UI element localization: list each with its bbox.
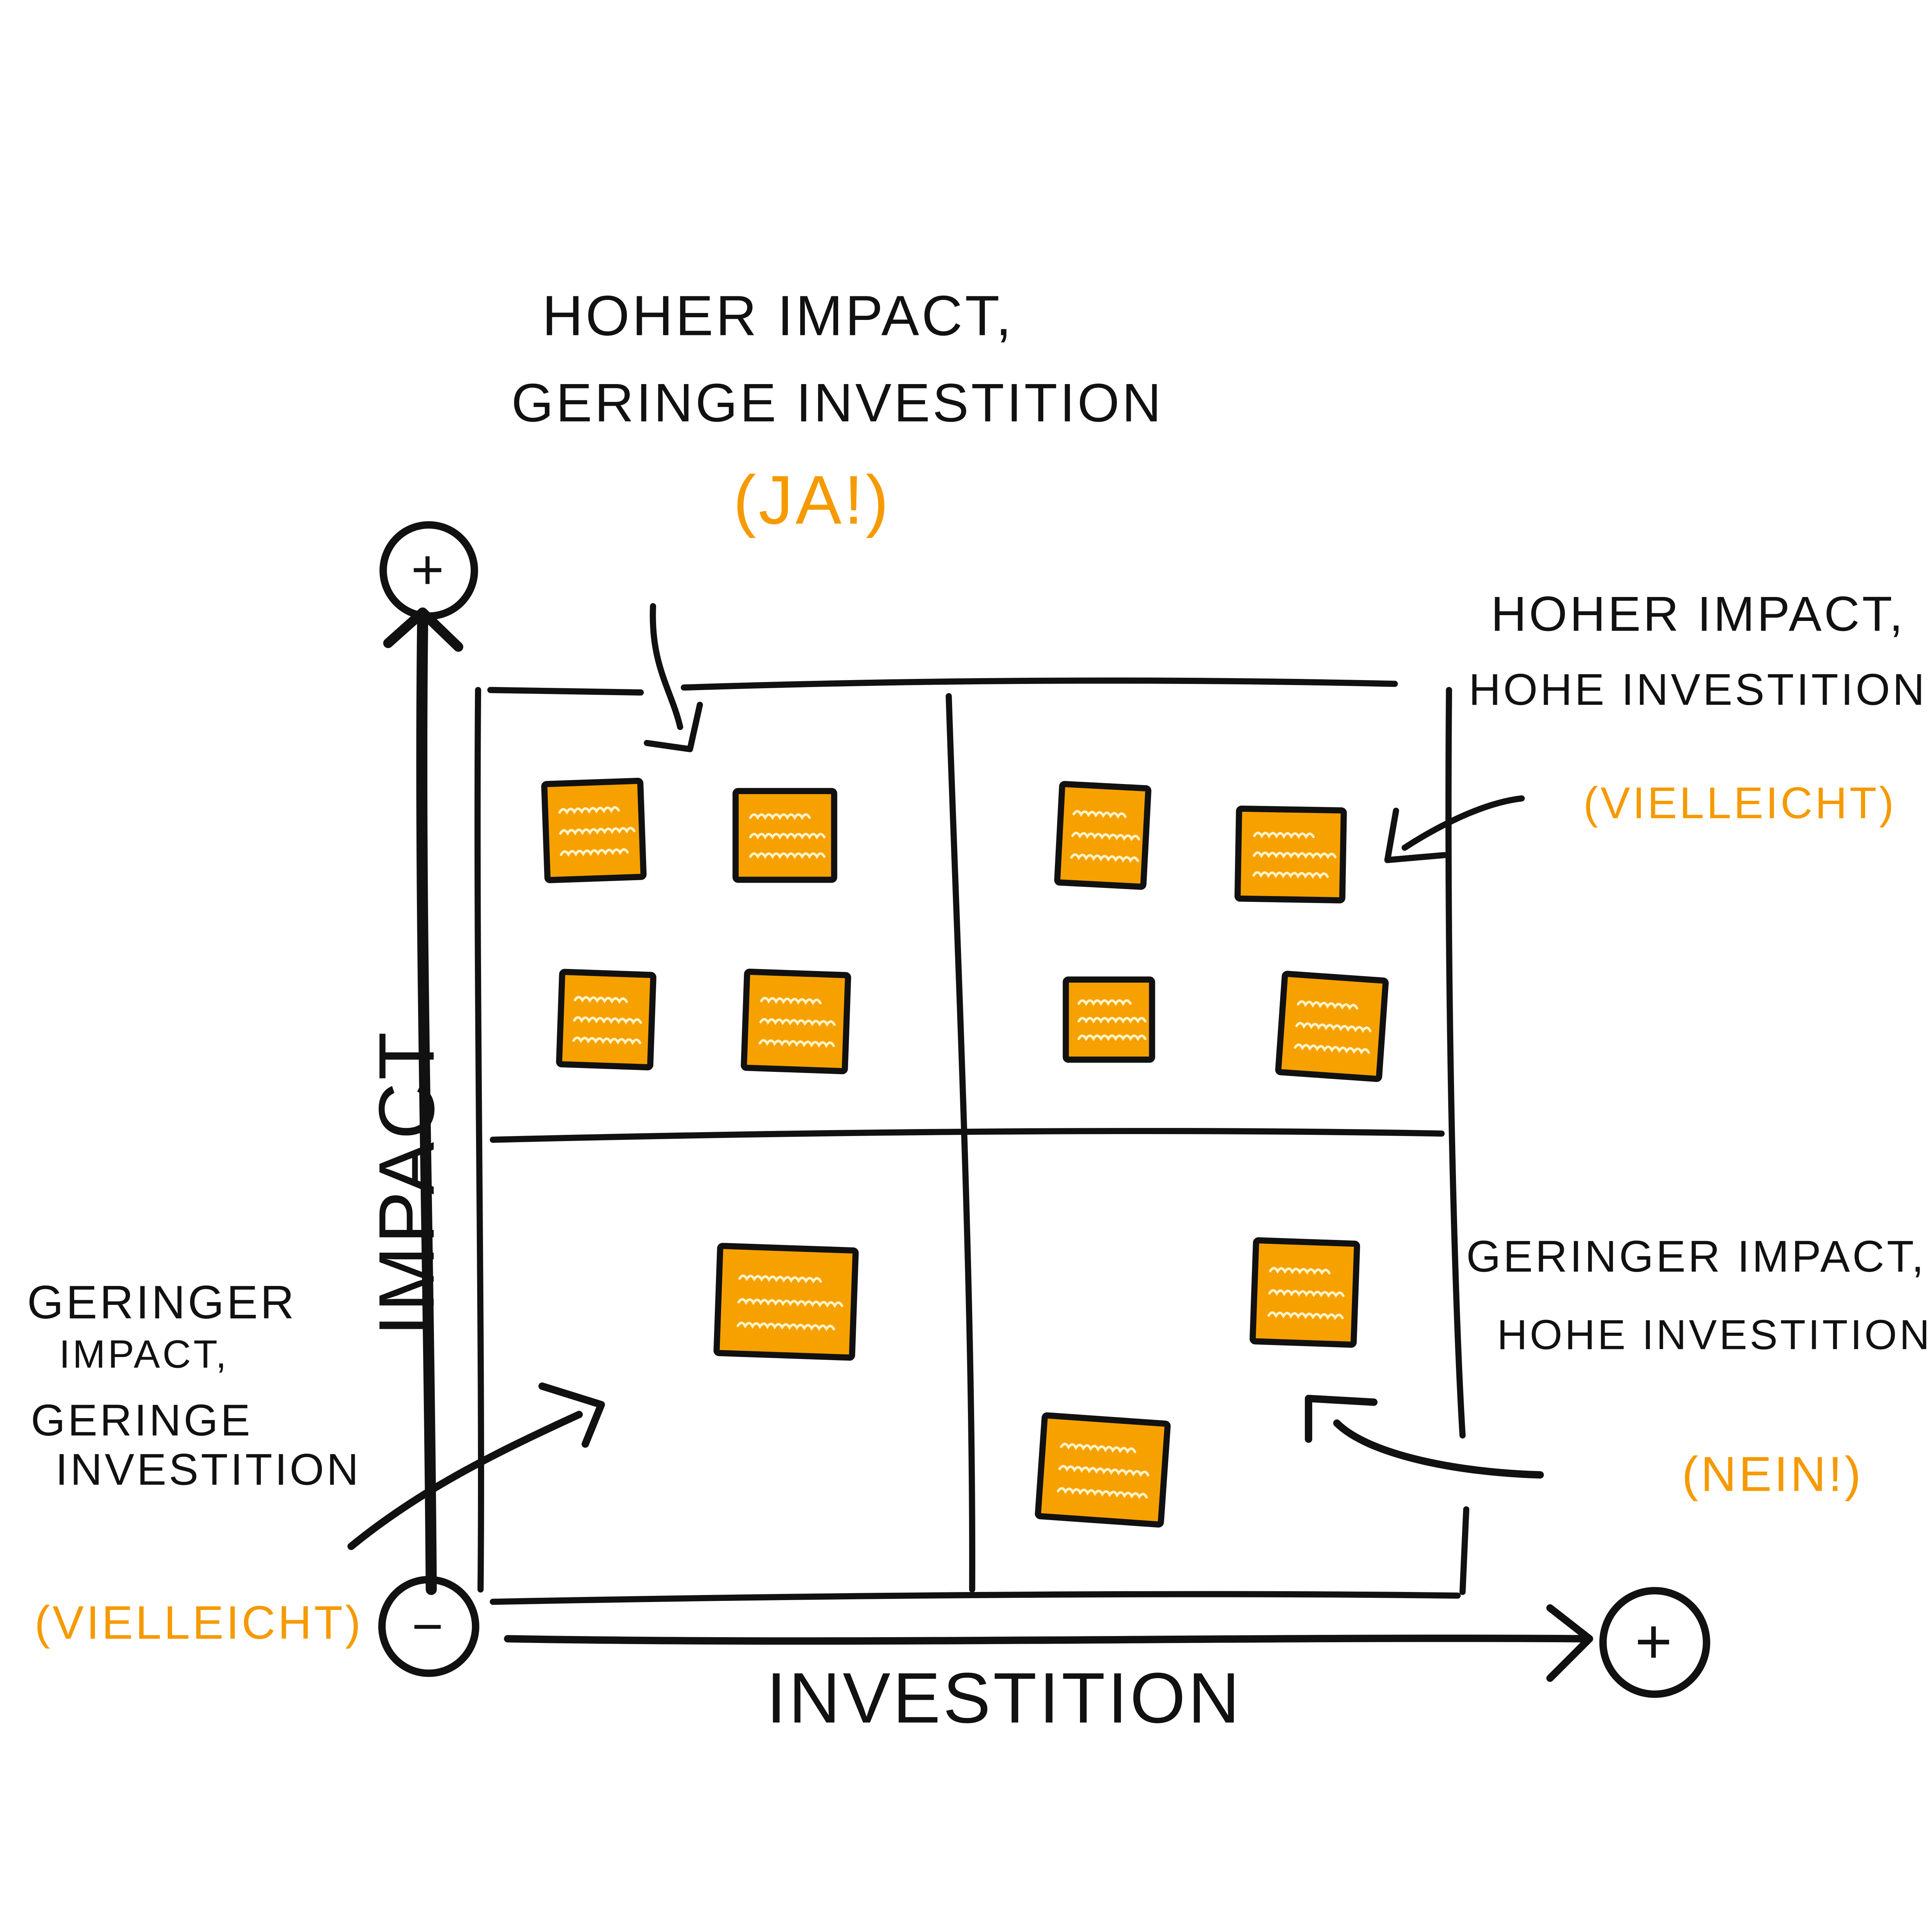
note-scribble: [1295, 1022, 1372, 1033]
note-scribble: [1267, 1311, 1344, 1320]
sticky-note: [541, 777, 647, 883]
sticky-note: [1249, 1237, 1360, 1348]
note-scribble: [1294, 1043, 1370, 1055]
note-scribble: [1297, 1000, 1359, 1010]
label-line: GERINGE: [31, 1396, 253, 1445]
note-scribble: [1072, 810, 1127, 819]
note-scribble: [559, 827, 636, 836]
arrow-vielleicht-bottom-left: [347, 1382, 605, 1550]
label-top-left: HOHER IMPACT, GERINGE INVESTITION (JA!): [511, 284, 1163, 538]
note-scribble: [738, 1274, 822, 1284]
note-scribble: [560, 848, 629, 857]
arrows: [347, 603, 1544, 1550]
label-line: GERINGER IMPACT,: [1466, 1232, 1926, 1281]
note-scribble: [1060, 1442, 1136, 1454]
label-line: HOHER IMPACT,: [542, 284, 1014, 347]
label-line: INVESTITION: [55, 1445, 361, 1494]
sticky-note: [732, 788, 837, 883]
note-scribble: [1058, 1465, 1150, 1477]
note-scribble: [759, 1039, 835, 1048]
note-scribble: [558, 806, 620, 815]
label-top-right: HOHER IMPACT, HOHE INVESTITION (VIELLEIC…: [1469, 587, 1927, 828]
note-scribble: [1268, 1289, 1345, 1298]
label-line: HOHE INVESTITION: [1469, 665, 1927, 714]
sticky-note: [713, 1243, 859, 1361]
sticky-note: [1035, 1412, 1171, 1528]
note-scribble: [749, 852, 826, 859]
x-axis-label: INVESTITION: [766, 1658, 1242, 1738]
minus-icon: −: [412, 1596, 446, 1656]
note-scribble: [573, 1016, 642, 1025]
label-bottom-right: GERINGER IMPACT, HOHE INVESTITION (NEIN!…: [1466, 1232, 1932, 1502]
note-scribble: [1269, 1267, 1331, 1276]
x-plus-circle: [1599, 1587, 1711, 1698]
verdict-vielleicht: (VIELLEICHT): [34, 1596, 363, 1649]
label-line: HOHE INVESTITION: [1497, 1311, 1932, 1358]
note-scribble: [1077, 999, 1132, 1006]
x-axis: + INVESTITION: [504, 1587, 1711, 1738]
verdict-ja: (JA!): [733, 461, 891, 538]
label-line: GERINGE INVESTITION: [511, 372, 1163, 433]
note-scribble: [1253, 832, 1315, 839]
note-scribble: [1057, 1487, 1148, 1499]
matrix-grid: [474, 677, 1469, 1605]
verdict-vielleicht: (VIELLEICHT): [1583, 778, 1896, 828]
sticky-notes: [541, 777, 1389, 1528]
note-scribble: [1071, 832, 1140, 842]
sticky-note: [741, 968, 851, 1075]
note-scribble: [1070, 853, 1139, 863]
note-scribble: [572, 1036, 641, 1045]
note-scribble: [1077, 1034, 1147, 1041]
x-plus-icon: +: [1635, 1606, 1675, 1677]
label-line: IMPACT,: [59, 1332, 229, 1376]
y-plus-icon: +: [411, 538, 447, 601]
note-scribble: [1252, 871, 1329, 879]
note-scribble: [749, 833, 826, 840]
sticky-note: [1063, 976, 1155, 1063]
note-scribble: [759, 1018, 836, 1027]
note-scribble: [749, 813, 811, 820]
label-line: GERINGER: [27, 1276, 296, 1328]
y-plus-circle: [379, 521, 478, 620]
sticky-note: [1275, 971, 1389, 1082]
y-axis-label: IMPACT: [362, 1029, 451, 1336]
verdict-nein: (NEIN!): [1682, 1447, 1864, 1502]
note-scribble: [1253, 851, 1337, 859]
y-axis: + IMPACT: [362, 521, 478, 1595]
label-bottom-left: GERINGER IMPACT, GERINGE INVESTITION (VI…: [27, 1276, 363, 1649]
arrow-nein: [1304, 1395, 1544, 1479]
label-line: HOHER IMPACT,: [1491, 587, 1905, 642]
note-scribble: [736, 1321, 835, 1332]
sticky-note: [1054, 781, 1151, 890]
sticky-note: [556, 969, 656, 1071]
note-scribble: [760, 997, 822, 1005]
note-scribble: [573, 996, 628, 1004]
sticky-note: [1234, 805, 1347, 904]
arrow-vielleicht-top-right: [1384, 795, 1525, 863]
note-scribble: [1077, 1017, 1147, 1024]
arrow-ja: [644, 603, 703, 752]
origin-minus-circle: [378, 1576, 480, 1677]
note-scribble: [737, 1298, 844, 1308]
